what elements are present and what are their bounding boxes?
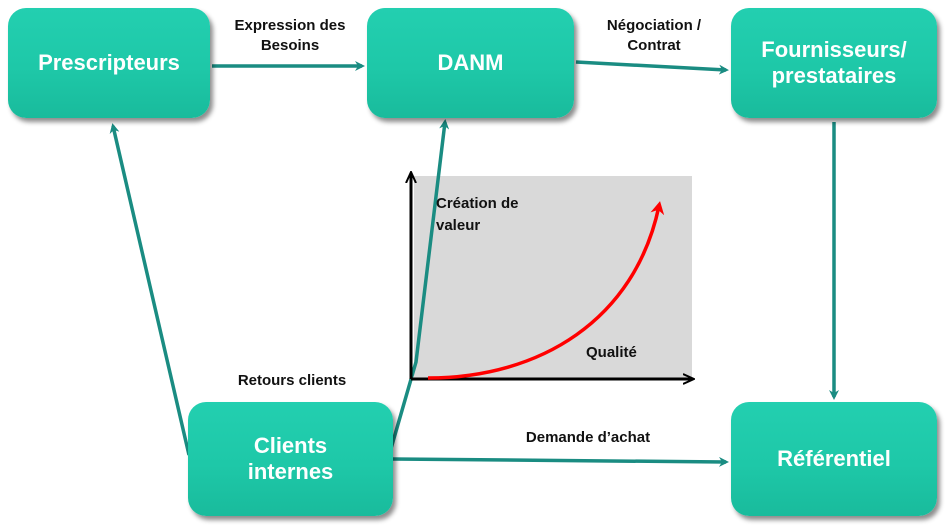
node-clients-internes: Clients internes xyxy=(188,402,393,516)
node-prescripteurs: Prescripteurs xyxy=(8,8,210,118)
edge-label-negociation-contrat: Négociation / Contrat xyxy=(606,17,702,54)
arrow-danm-to-fournisseurs xyxy=(575,60,729,75)
arrow-clients-to-danm xyxy=(388,119,450,453)
arrow-clients-to-referentiel xyxy=(391,456,729,467)
edge-label-expression-besoins: Expression des Besoins xyxy=(234,17,346,54)
node-danm: DANM xyxy=(367,8,574,118)
value-growth-curve xyxy=(427,201,665,380)
chart-y-axis-label: Création de valeur xyxy=(436,195,519,234)
chart-x-axis-label: Qualité xyxy=(586,344,637,361)
edge-label-demande-achat: Demande d’achat xyxy=(525,429,651,446)
value-chart-background xyxy=(414,176,692,380)
node-fournisseurs-prestataires: Fournisseurs/ prestataires xyxy=(731,8,937,118)
edge-label-retours-clients: Retours clients xyxy=(237,372,347,389)
node-referentiel: Référentiel xyxy=(731,402,937,516)
arrow-clients-to-prescripteurs xyxy=(109,123,191,456)
